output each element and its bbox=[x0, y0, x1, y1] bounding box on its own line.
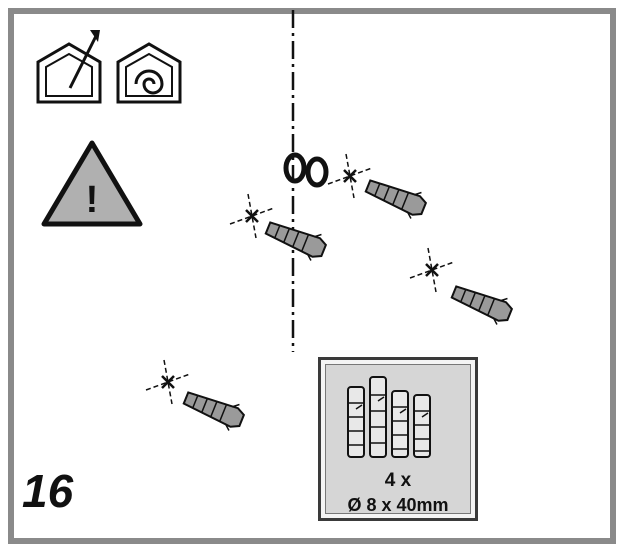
hardware-kit-panel: 4 x Ø 8 x 40mm bbox=[325, 364, 471, 515]
house-outlet-arrow-icon bbox=[36, 30, 102, 104]
kit-quantity: 4 x bbox=[384, 470, 412, 491]
washer-pair bbox=[283, 152, 329, 188]
wall-plug bbox=[261, 214, 330, 265]
drill-mark bbox=[144, 358, 192, 406]
panel-frame bbox=[8, 8, 616, 544]
step-number: 16 bbox=[22, 465, 74, 517]
dowels-set-icon bbox=[347, 376, 431, 458]
house-recirculation-icon bbox=[116, 42, 182, 104]
warning-triangle-icon: ! bbox=[41, 140, 143, 227]
wall-plug bbox=[179, 384, 248, 435]
kit-size: Ø 8 x 40mm bbox=[347, 495, 449, 515]
wall-plug bbox=[447, 278, 516, 329]
drill-mark bbox=[408, 246, 456, 294]
hardware-kit-box: 4 x Ø 8 x 40mm bbox=[318, 357, 478, 521]
warning-glyph: ! bbox=[86, 179, 99, 221]
wall-plug bbox=[361, 172, 430, 223]
